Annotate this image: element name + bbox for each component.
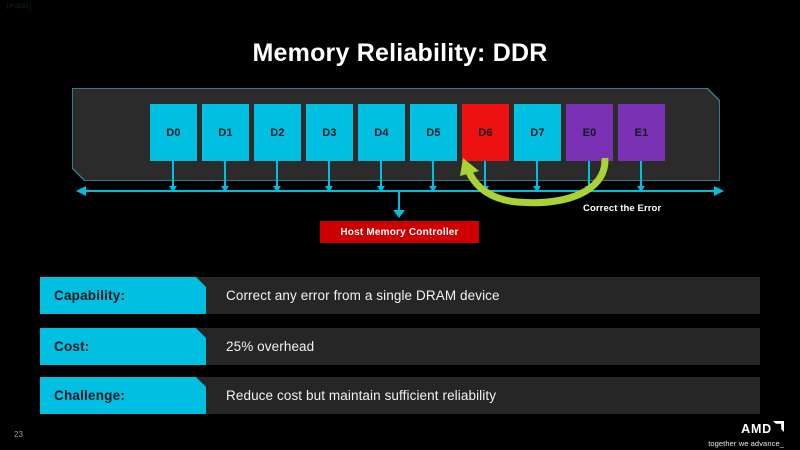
bus-drop-arrow-d5	[429, 186, 437, 192]
dram-chip-d6: D6	[462, 104, 509, 161]
correct-error-arrow-icon	[460, 158, 609, 207]
summary-row-value: 25% overhead	[226, 339, 315, 354]
bus-drop-line-d6	[484, 161, 486, 190]
host-controller-arrow-icon	[393, 210, 405, 218]
page-number: 23	[14, 430, 23, 439]
dram-chip-d4: D4	[358, 104, 405, 161]
dram-chip-d7: D7	[514, 104, 561, 161]
bus-drop-line-d5	[432, 161, 434, 190]
dram-chip-e0: E0	[566, 104, 613, 161]
bus-drop-arrow-e1	[637, 186, 645, 192]
dram-chip-e1: E1	[618, 104, 665, 161]
bus-drop-arrow-d4	[377, 186, 385, 192]
bus-arrow-right-icon	[714, 186, 724, 196]
bus-arrow-left-icon	[76, 186, 86, 196]
bus-drop-line-d7	[536, 161, 538, 190]
page-title: Memory Reliability: DDR	[252, 39, 548, 67]
bus-drop-line-d2	[276, 161, 278, 190]
summary-row-label: Challenge:	[40, 377, 206, 414]
summary-row: Cost: 25% overhead	[40, 328, 760, 365]
summary-row: Capability: Correct any error from a sing…	[40, 277, 760, 314]
summary-row: Challenge: Reduce cost but maintain suffi…	[40, 377, 760, 414]
host-controller-connector	[398, 190, 400, 212]
dram-chip-d3: D3	[306, 104, 353, 161]
bus-drop-line-d3	[328, 161, 330, 190]
host-memory-controller-box: Host Memory Controller	[320, 221, 479, 243]
bus-drop-line-d0	[172, 161, 174, 190]
amd-logo: AMD together we advance_	[708, 419, 784, 448]
bus-drop-line-e0	[588, 161, 590, 190]
dram-chip-d0: D0	[150, 104, 197, 161]
amd-wordmark: AMD	[741, 422, 772, 436]
bus-drop-arrow-d0	[169, 186, 177, 192]
memory-bus-line	[86, 190, 716, 192]
correct-error-label: Correct the Error	[583, 203, 662, 214]
bus-drop-arrow-d2	[273, 186, 281, 192]
bus-drop-line-e1	[640, 161, 642, 190]
dram-chip-d1: D1	[202, 104, 249, 161]
summary-row-label: Capability:	[40, 277, 206, 314]
dram-chip-d2: D2	[254, 104, 301, 161]
summary-row-value: Reduce cost but maintain sufficient reli…	[226, 388, 497, 403]
bus-drop-arrow-d1	[221, 186, 229, 192]
classification-marking: [Public]	[7, 3, 32, 10]
summary-row-value: Correct any error from a single DRAM dev…	[226, 288, 500, 303]
bus-drop-line-d4	[380, 161, 382, 190]
summary-row-label: Cost:	[40, 328, 206, 365]
bus-drop-arrow-d7	[533, 186, 541, 192]
bus-drop-line-d1	[224, 161, 226, 190]
bus-drop-arrow-d3	[325, 186, 333, 192]
dram-chip-d5: D5	[410, 104, 457, 161]
amd-arrow-icon	[773, 419, 784, 437]
amd-tagline: together we advance_	[708, 439, 784, 448]
